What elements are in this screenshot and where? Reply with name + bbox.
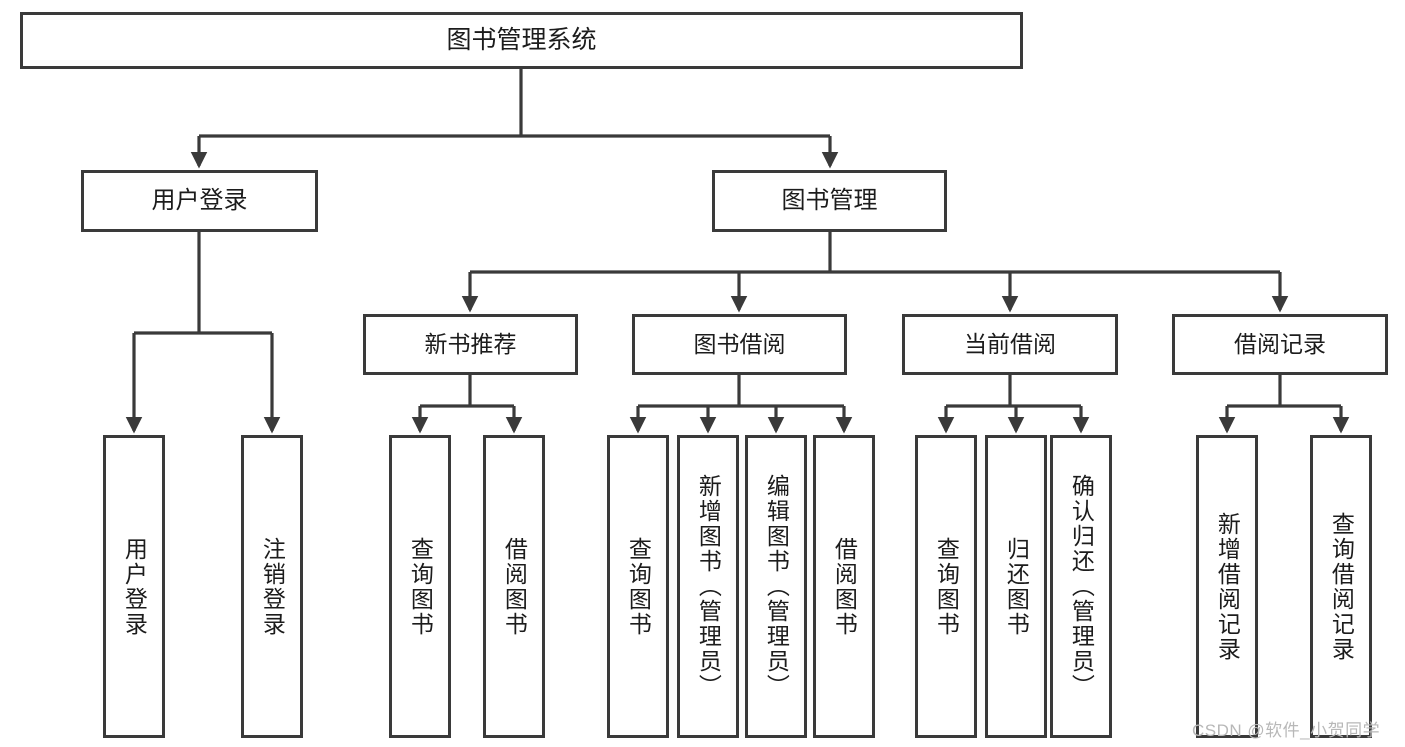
node-leaf-query-borrow-record[interactable]: 查询借阅记录	[1310, 435, 1372, 738]
node-leaf-query-book-borrow[interactable]: 查询图书	[607, 435, 669, 738]
node-borrow-record[interactable]: 借阅记录	[1172, 314, 1388, 375]
node-root-book-management-system[interactable]: 图书管理系统	[20, 12, 1023, 69]
node-label: 新增借阅记录	[1214, 511, 1241, 662]
node-label: 查询图书	[625, 536, 652, 637]
node-label: 借阅图书	[501, 536, 528, 637]
node-label: 编辑图书（管理员）	[763, 474, 790, 699]
node-book-management[interactable]: 图书管理	[712, 170, 947, 232]
node-new-book-recommend[interactable]: 新书推荐	[363, 314, 578, 375]
node-label: 图书借阅	[693, 331, 786, 358]
node-leaf-query-book-current[interactable]: 查询图书	[915, 435, 977, 738]
node-label: 借阅记录	[1234, 331, 1326, 358]
node-label: 图书管理	[781, 187, 878, 214]
node-label: 查询图书	[933, 536, 960, 637]
node-leaf-user-login[interactable]: 用户登录	[103, 435, 165, 738]
node-current-borrow[interactable]: 当前借阅	[902, 314, 1118, 375]
node-leaf-confirm-return-admin[interactable]: 确认归还（管理员）	[1050, 435, 1112, 738]
node-label: 当前借阅	[964, 331, 1056, 358]
node-label: 新增图书（管理员）	[695, 474, 722, 699]
node-leaf-borrow-book-recommend[interactable]: 借阅图书	[483, 435, 545, 738]
node-label: 新书推荐	[424, 331, 517, 358]
node-leaf-add-borrow-record[interactable]: 新增借阅记录	[1196, 435, 1258, 738]
node-label: 用户登录	[121, 536, 148, 637]
node-leaf-query-book-recommend[interactable]: 查询图书	[389, 435, 451, 738]
node-label: 借阅图书	[831, 536, 858, 637]
node-user-login[interactable]: 用户登录	[81, 170, 318, 232]
node-leaf-add-book-admin[interactable]: 新增图书（管理员）	[677, 435, 739, 738]
node-label: 图书管理系统	[446, 25, 597, 54]
node-label: 确认归还（管理员）	[1068, 474, 1095, 699]
node-label: 查询借阅记录	[1328, 511, 1355, 662]
node-leaf-borrow-book-borrow[interactable]: 借阅图书	[813, 435, 875, 738]
node-leaf-edit-book-admin[interactable]: 编辑图书（管理员）	[745, 435, 807, 738]
node-label: 用户登录	[151, 187, 248, 214]
node-label: 归还图书	[1003, 536, 1030, 637]
node-label: 注销登录	[259, 536, 286, 637]
node-leaf-logout-login[interactable]: 注销登录	[241, 435, 303, 738]
node-label: 查询图书	[407, 536, 434, 637]
csdn-watermark: CSDN @软件_小贺同学	[1192, 721, 1381, 740]
node-book-borrow[interactable]: 图书借阅	[632, 314, 847, 375]
node-leaf-return-book[interactable]: 归还图书	[985, 435, 1047, 738]
